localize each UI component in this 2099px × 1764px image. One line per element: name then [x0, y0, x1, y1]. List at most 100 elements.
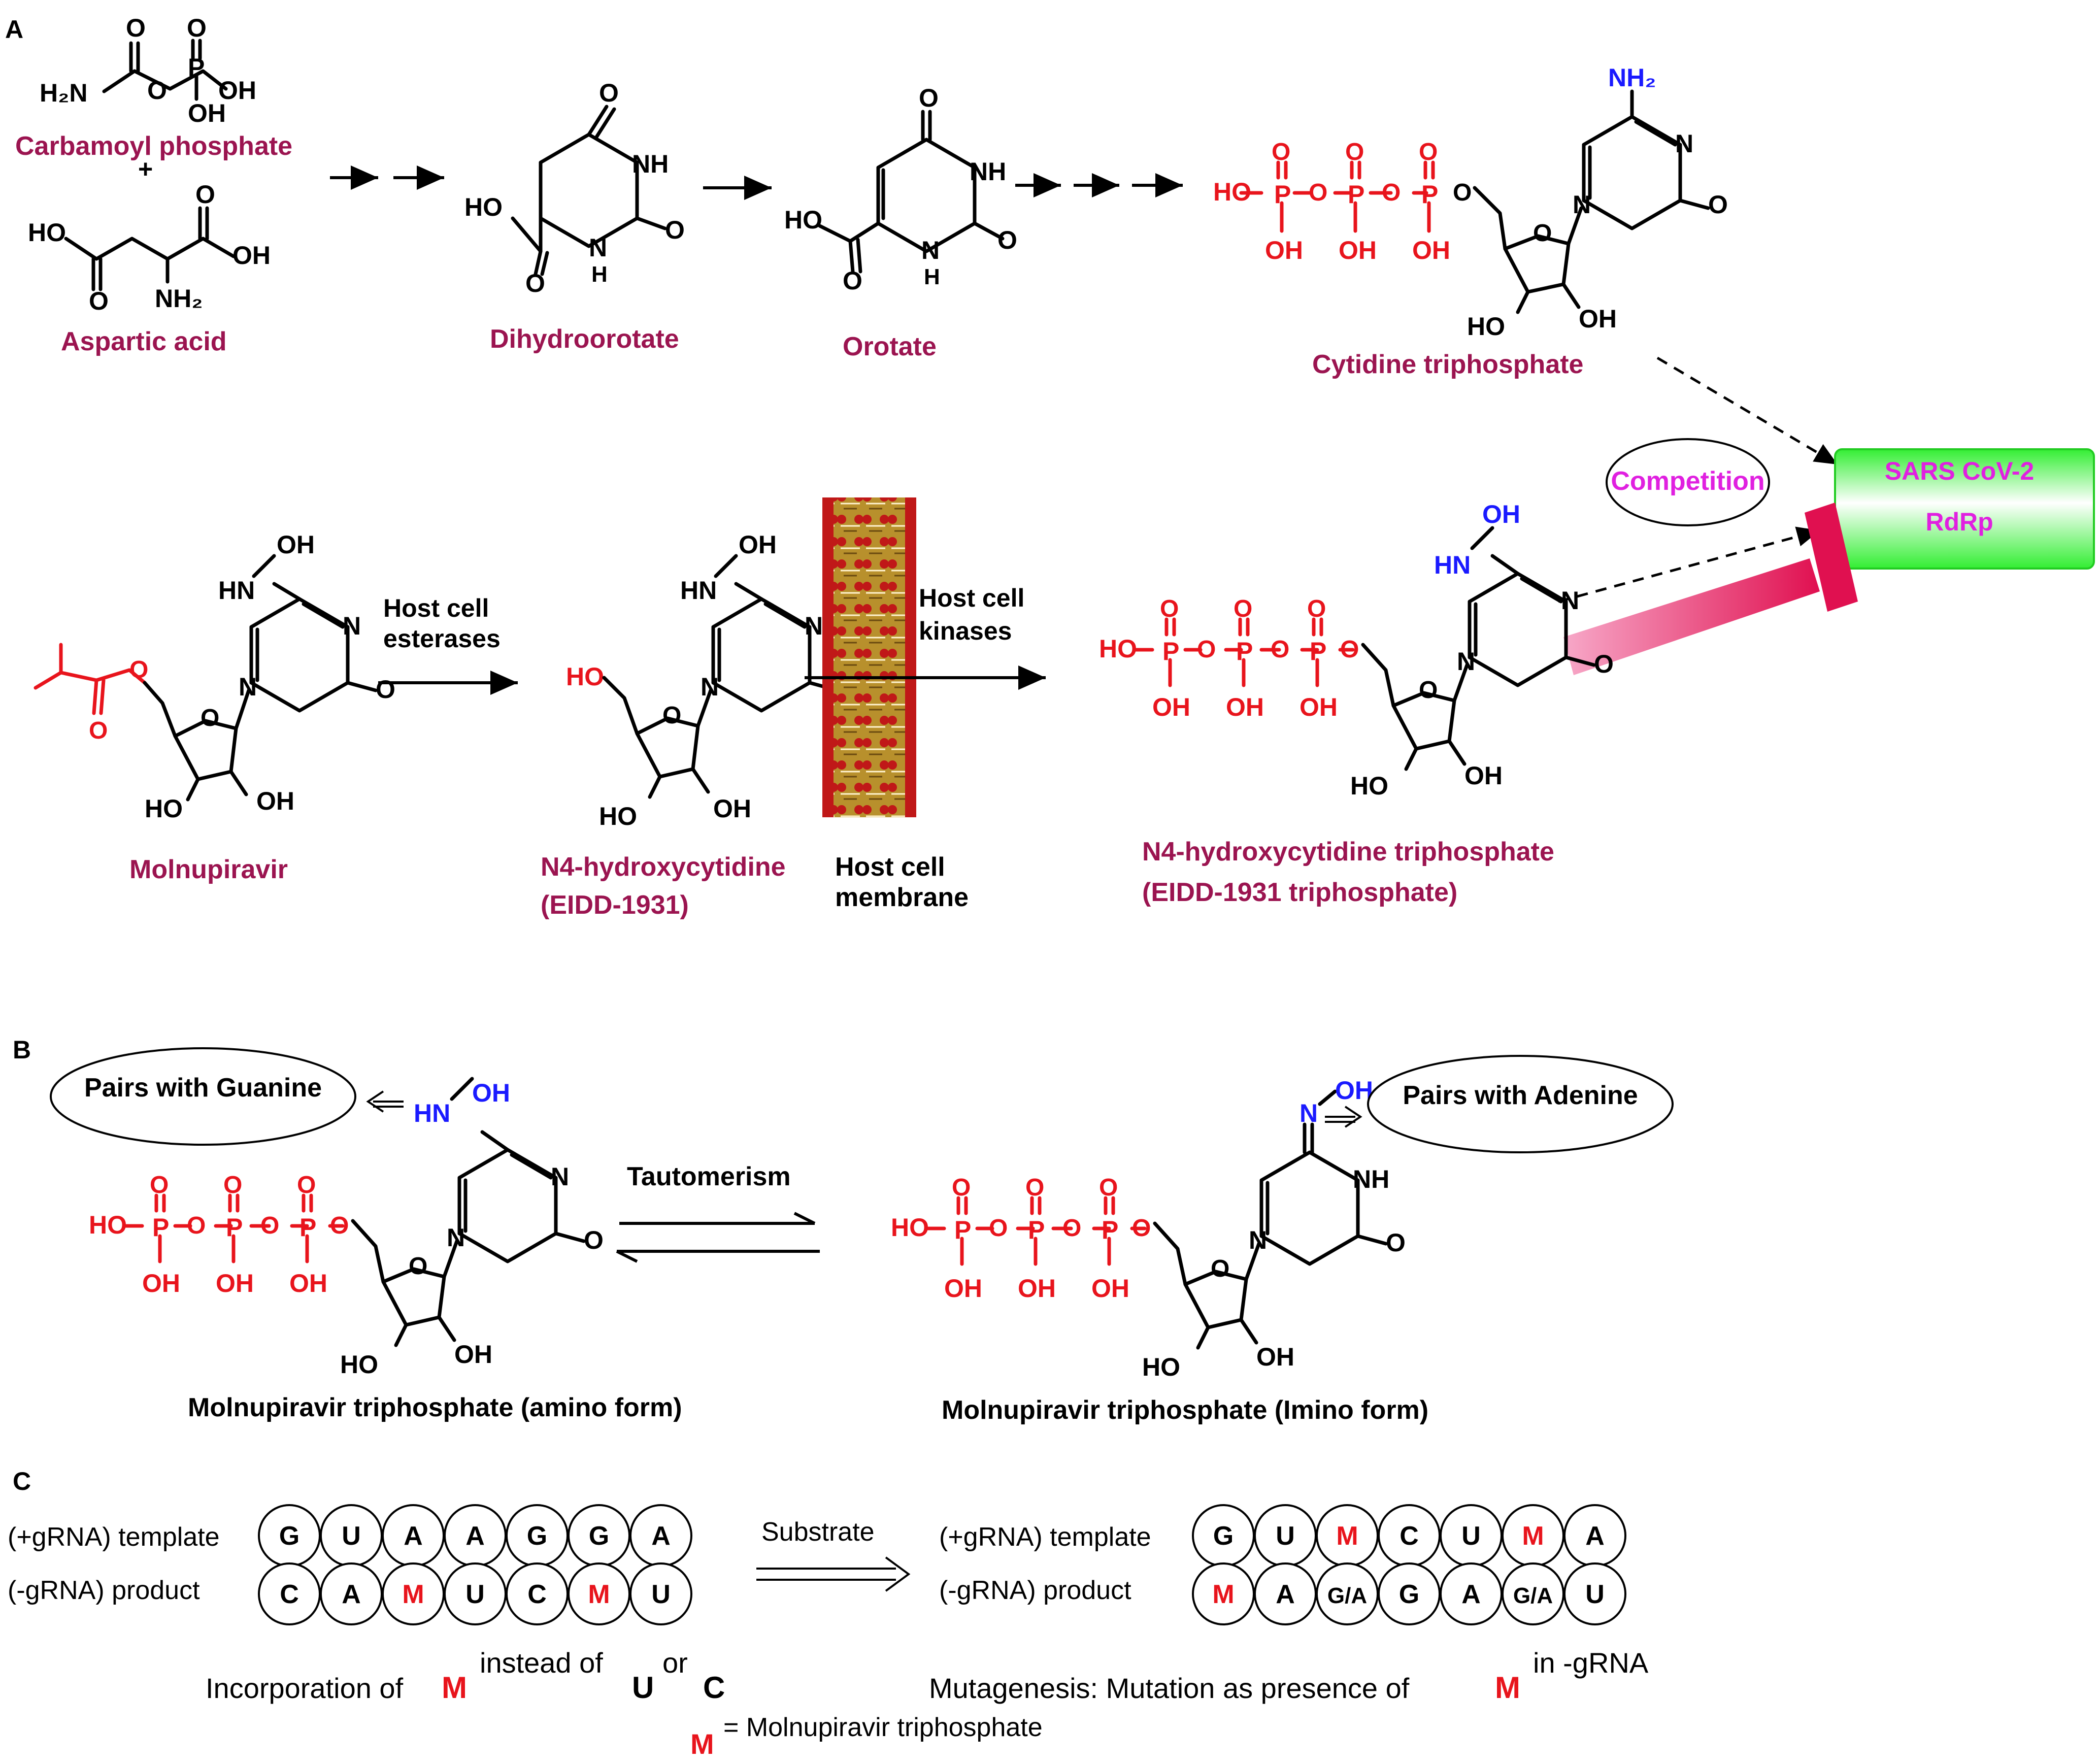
- svg-text:O: O: [919, 84, 939, 112]
- svg-text:O: O: [89, 287, 109, 315]
- svg-text:HO: HO: [89, 1211, 127, 1239]
- svg-text:O: O: [1453, 179, 1472, 206]
- svg-text:P: P: [1421, 180, 1438, 209]
- svg-text:P: P: [954, 1216, 971, 1244]
- host-cell-membrane-graphic: [822, 497, 916, 817]
- incorporation-c: C: [703, 1671, 725, 1705]
- svg-text:N: N: [921, 236, 940, 264]
- svg-text:O: O: [1272, 139, 1290, 165]
- svg-text:P: P: [1236, 637, 1253, 665]
- panel-letter-b: B: [13, 1036, 31, 1064]
- svg-text:O: O: [126, 14, 146, 42]
- kinases-label-2: kinases: [919, 617, 1012, 645]
- svg-text:HO: HO: [1142, 1353, 1180, 1381]
- svg-text:NH: NH: [970, 157, 1006, 186]
- dashed-arrow-ctp-to-rdrp: [1656, 356, 1839, 466]
- cytidine-triphosphate-label: Cytidine triphosphate: [1312, 350, 1583, 379]
- carbamoyl-phosphate-structure: H₂N O O O P OH OH: [40, 14, 256, 127]
- svg-text:N: N: [1249, 1226, 1267, 1254]
- left-template-label: (+gRNA) template: [8, 1522, 220, 1552]
- svg-text:OH: OH: [1091, 1274, 1129, 1303]
- svg-text:O: O: [1386, 1228, 1406, 1257]
- svg-text:OH: OH: [713, 794, 751, 823]
- svg-text:N: N: [1300, 1099, 1318, 1127]
- competition-ellipse: Competition: [1606, 438, 1770, 526]
- svg-text:P: P: [1310, 637, 1326, 665]
- svg-text:OH: OH: [216, 1269, 254, 1297]
- nucleotide-label: M: [1336, 1521, 1358, 1551]
- svg-text:HN: HN: [680, 576, 717, 605]
- svg-text:OH: OH: [1018, 1274, 1056, 1303]
- svg-text:O: O: [1382, 179, 1401, 206]
- n4-hydroxycytidine-triphosphate-label-1: N4-hydroxycytidine triphosphate: [1142, 837, 1554, 867]
- nucleotide-label: A: [1585, 1521, 1605, 1551]
- svg-text:O: O: [1132, 1215, 1151, 1242]
- svg-text:P: P: [188, 53, 205, 82]
- svg-text:NH₂: NH₂: [1608, 63, 1656, 92]
- nucleotide-circle: [629, 1562, 692, 1625]
- svg-text:N: N: [805, 612, 823, 640]
- incorporation-u: U: [632, 1671, 654, 1705]
- svg-text:OH: OH: [1256, 1343, 1294, 1371]
- svg-text:HO: HO: [464, 193, 503, 221]
- svg-text:N: N: [1561, 586, 1579, 615]
- svg-text:O: O: [1533, 220, 1552, 247]
- n4-hydroxycytidine-triphosphate-label-2: (EIDD-1931 triphosphate): [1142, 878, 1457, 907]
- nucleotide-label: U: [1276, 1521, 1295, 1551]
- svg-text:O: O: [1307, 595, 1326, 622]
- svg-text:O: O: [665, 216, 685, 244]
- svg-text:HO: HO: [1467, 312, 1505, 341]
- svg-text:O: O: [952, 1174, 971, 1201]
- svg-text:OH: OH: [1464, 761, 1503, 790]
- svg-text:Pairs with Guanine: Pairs with Guanine: [84, 1073, 322, 1103]
- molnupiravir-structure: O O O HO OH N N O HN OH: [34, 530, 395, 823]
- nucleotide-label: U: [342, 1521, 361, 1551]
- panel-letter-a: A: [5, 15, 23, 44]
- svg-text:N: N: [701, 673, 719, 701]
- svg-text:Pairs with Adenine: Pairs with Adenine: [1403, 1081, 1638, 1110]
- svg-text:O: O: [525, 269, 545, 297]
- molnupiravir-label: Molnupiravir: [129, 855, 288, 884]
- svg-text:O: O: [1340, 636, 1359, 663]
- nucleotide-label: G: [527, 1521, 547, 1551]
- nucleotide-label: U: [465, 1580, 485, 1609]
- svg-text:P: P: [226, 1213, 243, 1242]
- inhibition-arrow: [1563, 503, 1858, 675]
- svg-text:NH: NH: [1353, 1165, 1389, 1193]
- svg-text:HN: HN: [414, 1099, 450, 1127]
- svg-text:O: O: [187, 14, 207, 42]
- nucleotide-circle: [1563, 1562, 1626, 1625]
- svg-text:OH: OH: [256, 787, 294, 815]
- svg-text:O: O: [1211, 1255, 1229, 1282]
- svg-text:P: P: [1102, 1216, 1118, 1244]
- nucleotide-label: A: [404, 1521, 423, 1551]
- nucleotide-label: A: [651, 1521, 671, 1551]
- svg-text:P: P: [299, 1213, 316, 1242]
- open-arrow-adenine: [1325, 1106, 1362, 1128]
- orotate-label: Orotate: [843, 332, 937, 361]
- svg-text:O: O: [195, 180, 215, 209]
- svg-text:OH: OH: [218, 76, 256, 105]
- svg-text:N: N: [1675, 129, 1693, 158]
- svg-text:OH: OH: [1412, 236, 1450, 264]
- right-template-label: (+gRNA) template: [939, 1522, 1151, 1552]
- svg-text:O: O: [409, 1253, 427, 1280]
- svg-text:HO: HO: [599, 802, 637, 830]
- svg-text:OH: OH: [188, 99, 226, 127]
- svg-text:O: O: [1271, 636, 1289, 663]
- svg-text:O: O: [1160, 595, 1179, 622]
- svg-text:O: O: [1419, 677, 1438, 704]
- in-grna-text: in -gRNA: [1533, 1647, 1649, 1679]
- nucleotide-label: U: [1585, 1580, 1605, 1609]
- nucleotide-label: M: [1212, 1580, 1234, 1609]
- svg-text:OH: OH: [1482, 500, 1520, 528]
- aspartic-acid-label: Aspartic acid: [61, 327, 227, 356]
- svg-text:OH: OH: [1335, 1076, 1373, 1105]
- svg-text:HO: HO: [1213, 178, 1251, 206]
- svg-text:HO: HO: [145, 794, 183, 823]
- svg-text:OH: OH: [1300, 693, 1338, 721]
